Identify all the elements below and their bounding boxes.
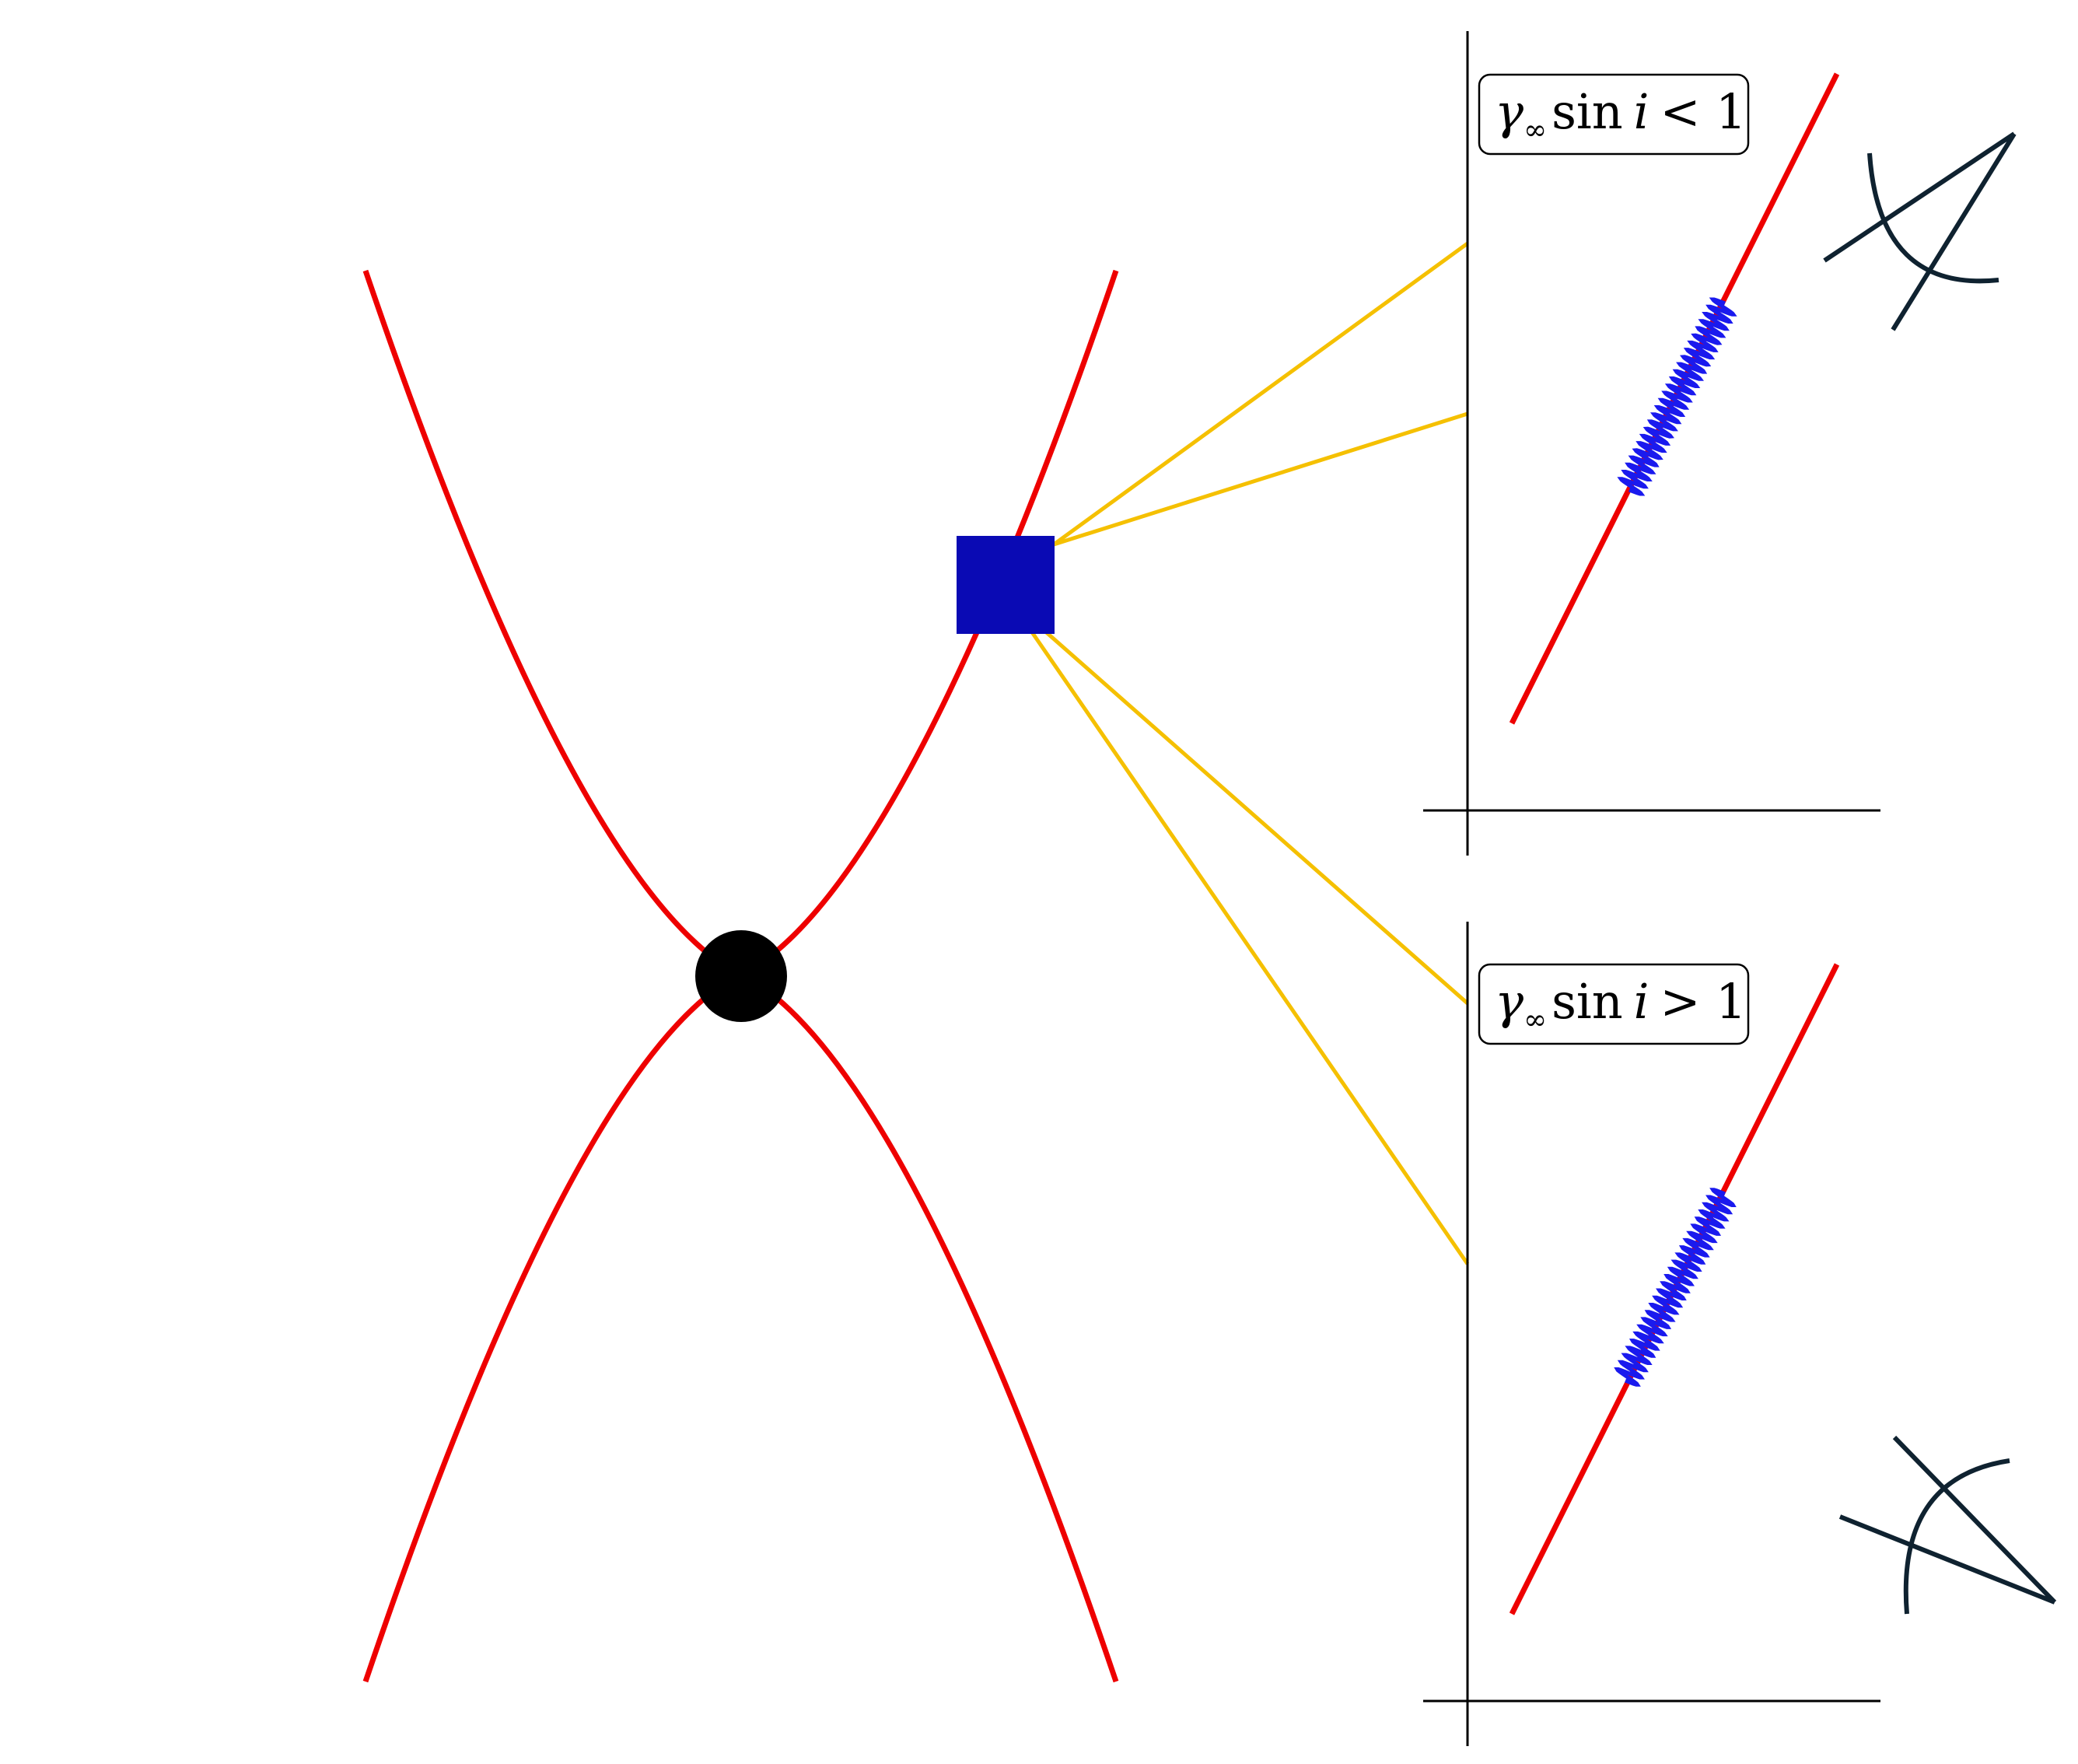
connectors [1028, 241, 1470, 1265]
hyperbola-lower-right [741, 971, 1119, 1683]
circle-marker [695, 930, 787, 1022]
hyperbola-upper-right [741, 269, 1119, 978]
connector-bottom-2 [1028, 628, 1470, 1265]
panel-top-wave-packet [1617, 297, 1737, 496]
panel-bottom-wave-packet [1614, 1188, 1737, 1387]
angle-icon-bottom [1838, 1435, 2057, 1615]
square-marker [957, 536, 1055, 634]
connector-bottom-1 [1042, 628, 1469, 1005]
angle-icon-top [1823, 131, 2017, 331]
connector-top-2 [1053, 411, 1468, 547]
hyperbola-upper-left [362, 269, 740, 978]
hyperbola [362, 269, 1119, 1683]
panel-bottom-red-line [1509, 963, 1840, 1615]
hyperbola-lower-left [362, 971, 740, 1683]
connector-top-1 [1052, 241, 1469, 547]
